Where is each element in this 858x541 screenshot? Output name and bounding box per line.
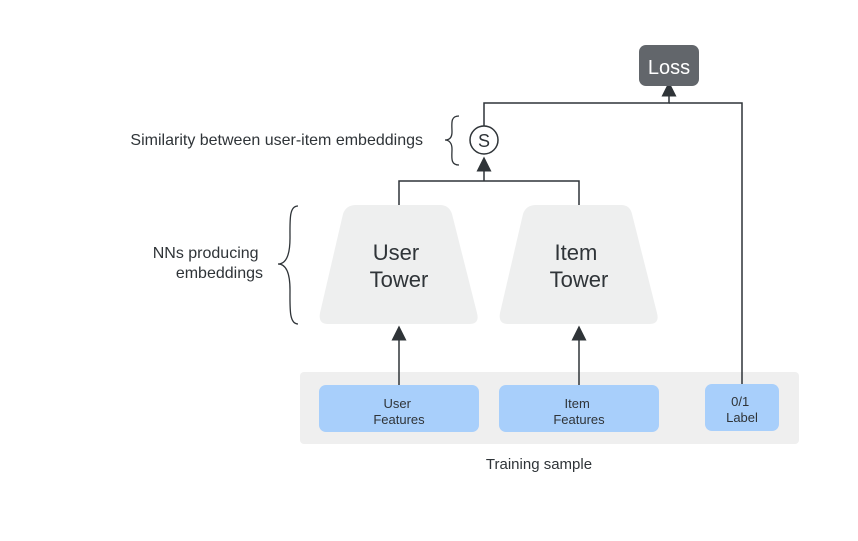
svg-text:Item Features: Item Features [553, 396, 605, 427]
loss-box [639, 45, 699, 86]
similarity-annotation: Similarity between user-item embeddings [130, 132, 423, 149]
item-features-line-1: Item [565, 396, 590, 411]
item-tower-shape [499, 205, 658, 324]
label-box [705, 384, 779, 431]
loss-label: Loss [648, 57, 690, 79]
user-tower-line-1: User [373, 240, 419, 265]
item-tower-line-2: Tower [550, 267, 609, 292]
user-features-box [319, 385, 479, 432]
user-tower-shape [319, 205, 478, 324]
similarity-symbol: S [478, 131, 490, 151]
user-features-line-1: User [383, 396, 411, 411]
item-features-box [499, 385, 659, 432]
svg-text:User Tower: User Tower [370, 240, 429, 292]
svg-text:User Features: User Features [373, 396, 425, 427]
nn-annotation-line-1: NNs producing [153, 245, 259, 262]
svg-text:NNs producing embeddings: NNs producing embeddings [153, 245, 263, 282]
nn-annotation-line-2: embeddings [176, 265, 263, 282]
user-tower-line-2: Tower [370, 267, 429, 292]
user-features-line-2: Features [373, 412, 425, 427]
training-sample-caption: Training sample [486, 456, 592, 473]
label-box-line-2: Label [726, 410, 758, 425]
nn-brace [277, 205, 299, 325]
towers-to-similarity-connector [398, 164, 580, 205]
similarity-brace [444, 115, 460, 166]
svg-text:Item Tower: Item Tower [550, 240, 609, 292]
label-box-line-1: 0/1 [731, 394, 749, 409]
item-tower-line-1: Item [555, 240, 598, 265]
similarity-to-loss-connector [483, 81, 677, 126]
label-to-loss-connector [669, 102, 743, 384]
item-features-line-2: Features [553, 412, 605, 427]
svg-text:0/1 Label: 0/1 Label [726, 394, 758, 425]
